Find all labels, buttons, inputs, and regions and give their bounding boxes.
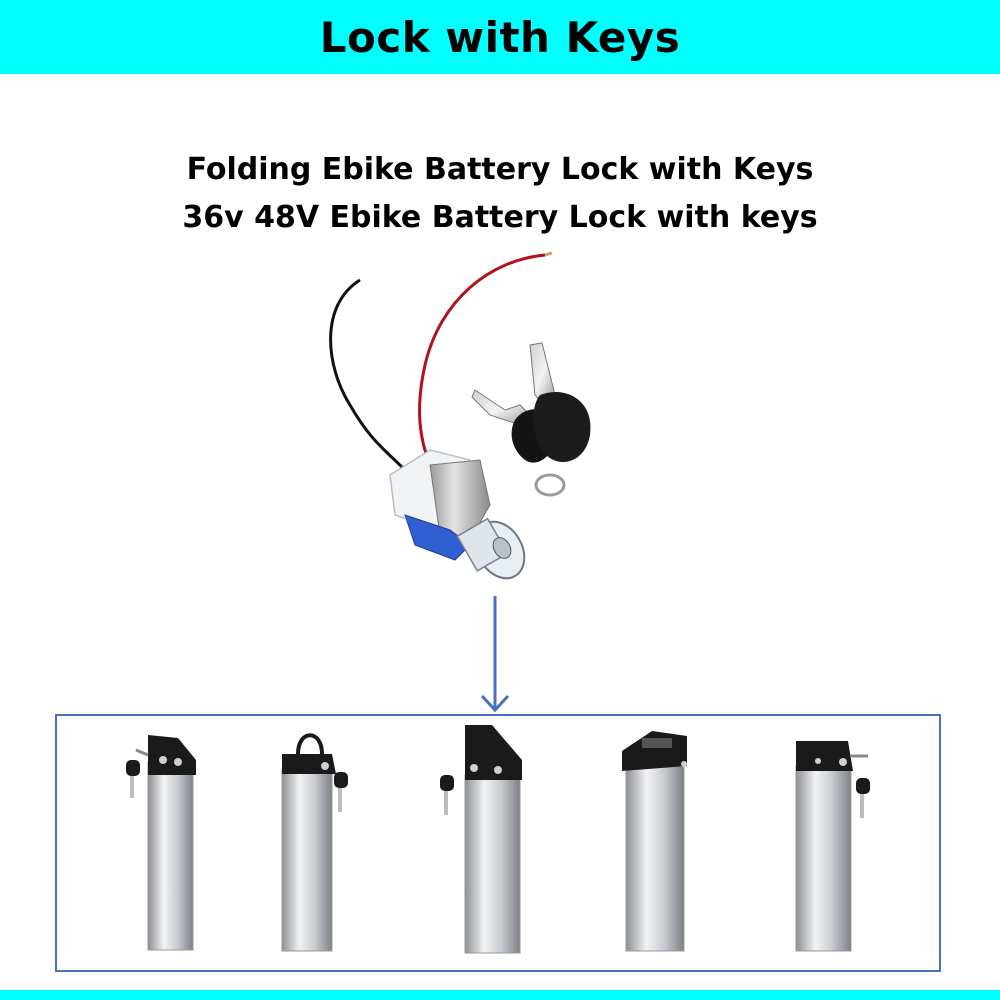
lock-cylinder-image (329, 251, 591, 580)
battery-icon (126, 735, 196, 951)
battery-icon (440, 725, 522, 954)
battery-gallery-frame (55, 714, 941, 972)
battery-icon (622, 731, 687, 952)
arrow-down-icon (480, 596, 510, 713)
key-head-2 (533, 391, 591, 462)
title-banner: Lock with Keys (0, 0, 1000, 74)
key-ring (534, 473, 566, 497)
black-wire (329, 278, 407, 472)
battery-icon (281, 733, 348, 952)
headline-line-2: 36v 48V Ebike Battery Lock with keys (182, 200, 818, 235)
page-title: Lock with Keys (319, 12, 681, 62)
lock-blue-part (404, 514, 471, 561)
footer-bar (0, 990, 1000, 1000)
headline-line-1: Folding Ebike Battery Lock with Keys (186, 152, 814, 187)
battery-icon (795, 741, 870, 952)
red-wire (418, 253, 546, 466)
